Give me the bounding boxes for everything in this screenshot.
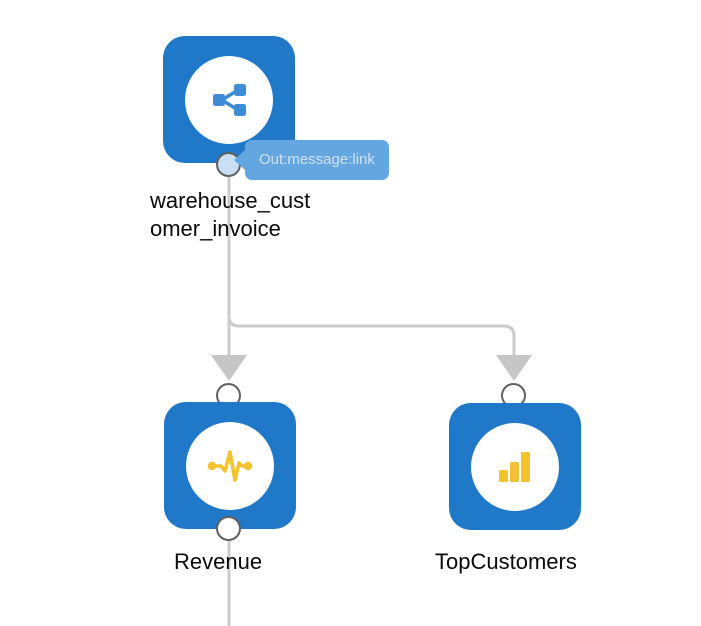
bar-chart-icon <box>499 451 530 482</box>
output-port-revenue[interactable] <box>216 516 241 541</box>
share-icon <box>213 83 246 116</box>
port-tooltip: Out:message:link <box>234 140 389 180</box>
arrowhead-revenue <box>211 355 247 381</box>
node-topcustomers[interactable] <box>449 403 581 530</box>
arrowhead-topcustomers <box>496 355 532 381</box>
tooltip-arrow <box>234 149 246 171</box>
pulse-icon <box>207 449 253 482</box>
node-icon-disc <box>185 55 273 144</box>
node-label-revenue: Revenue <box>174 549 263 574</box>
tooltip-label: Out:message:link <box>259 151 375 168</box>
node-label-topcustomers: TopCustomers <box>435 549 577 574</box>
node-revenue[interactable] <box>164 402 296 529</box>
node-icon-disc <box>471 422 559 511</box>
node-warehouse-customer-invoice[interactable] <box>163 36 295 163</box>
node-label-warehouse-customer-invoice: warehouse_customer_invoice <box>150 188 311 241</box>
node-icon-disc <box>186 421 274 510</box>
